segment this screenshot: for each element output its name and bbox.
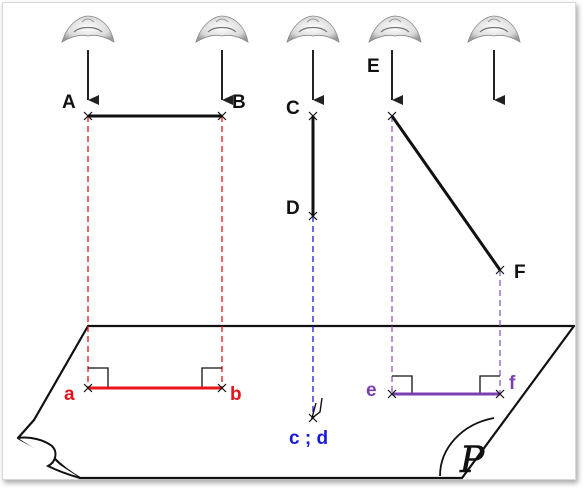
eye-icon (368, 15, 422, 43)
label-e: e (366, 380, 377, 401)
label-a: a (64, 384, 75, 405)
label-E: E (367, 56, 380, 77)
eye-icon (195, 15, 249, 43)
eye-icon (467, 15, 521, 43)
point-markers (83, 111, 505, 423)
right-angle-b (201, 367, 222, 388)
projection-plane (16, 324, 576, 480)
plane-label: P (459, 440, 485, 481)
label-b: b (230, 384, 242, 405)
label-D: D (286, 198, 300, 219)
plane-curled-corner (17, 436, 81, 479)
label-A: A (62, 92, 76, 113)
plane-corner-arc (439, 417, 495, 477)
label-cd: c ; d (289, 428, 328, 449)
right-angle-e (392, 375, 413, 394)
eye-icon (286, 15, 340, 43)
eye-icon (61, 15, 115, 43)
label-f: f (509, 373, 516, 394)
label-F: F (514, 262, 526, 283)
label-B: B (232, 92, 246, 113)
right-angle-a (88, 367, 109, 388)
right-angle-f (479, 375, 500, 394)
segment-EF (390, 115, 502, 271)
label-C: C (286, 98, 300, 119)
